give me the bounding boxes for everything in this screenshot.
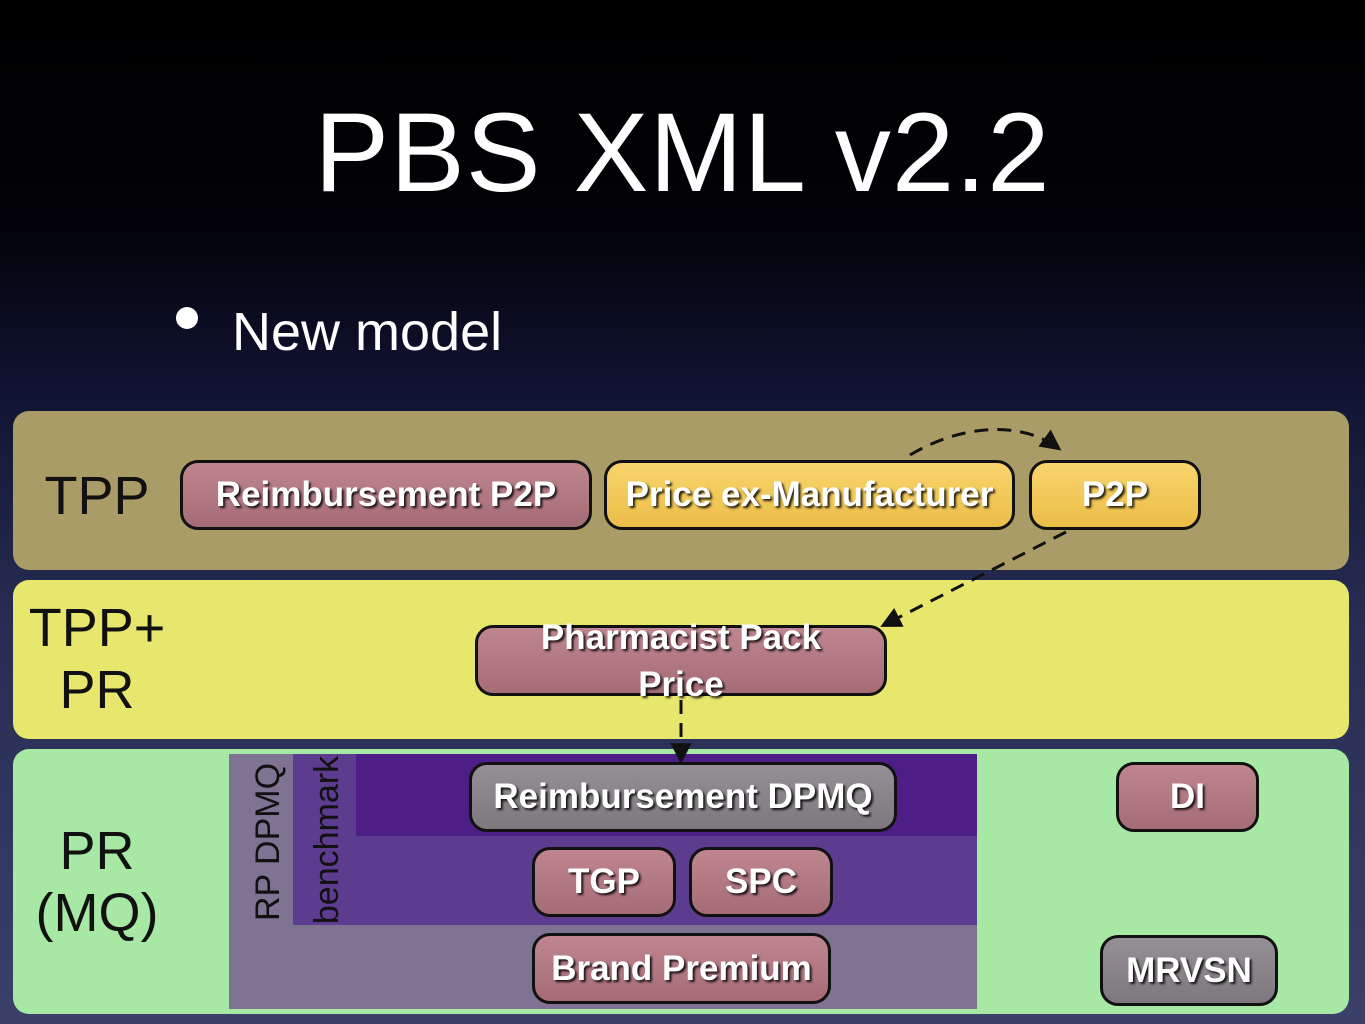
price-ex-manufacturer-box: Price ex-Manufacturer — [604, 460, 1015, 530]
p2p-box: P2P — [1029, 460, 1201, 530]
rp-dpmq-label: RP DPMQ — [249, 762, 287, 922]
bullet-text: New model — [232, 302, 503, 362]
di-box: DI — [1116, 762, 1259, 832]
slide-title: PBS XML v2.2 — [314, 90, 1051, 215]
reimbursement-p2p-box: Reimbursement P2P — [180, 460, 592, 530]
pharmacist-pack-price-box: Pharmacist Pack Price — [475, 618, 887, 704]
reimbursement-dpmq-box: Reimbursement DPMQ — [469, 762, 897, 832]
bullet-dot-icon — [176, 307, 198, 329]
mrvsn-box: MRVSN — [1100, 935, 1278, 1006]
pr-mq-band-label: PR (MQ) — [35, 821, 159, 943]
tpp-pr-band-label: TPP+ PR — [28, 598, 166, 720]
tgp-box: TGP — [532, 847, 676, 917]
brand-premium-box: Brand Premium — [532, 933, 831, 1004]
tpp-band-label: TPP — [44, 466, 150, 526]
spc-box: SPC — [689, 847, 833, 917]
benchmark-label: benchmark — [308, 755, 346, 925]
